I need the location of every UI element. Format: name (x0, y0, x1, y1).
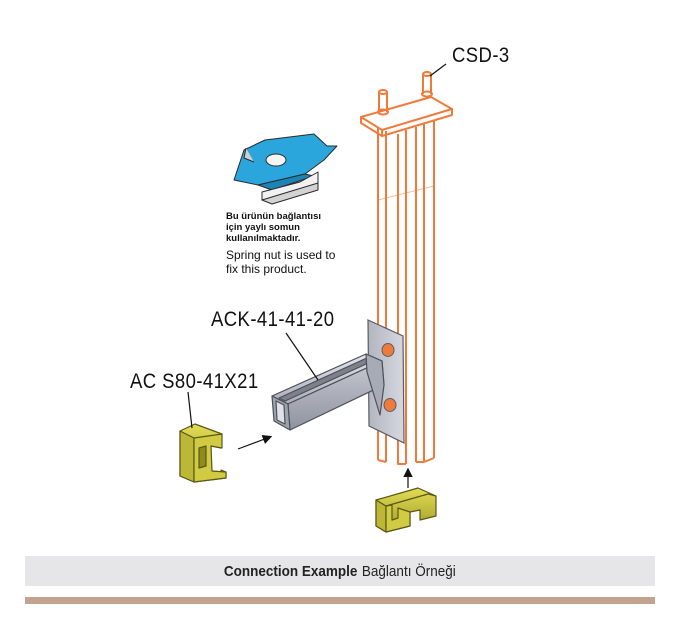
spring-nut (233, 133, 338, 205)
bolt-right (421, 71, 433, 98)
label-ack: ACK-41-41-20 (211, 308, 335, 331)
cantilever-channel (271, 353, 385, 431)
spring-nut-note: Bu ürünün bağlantısı için yaylı somun ku… (226, 211, 335, 276)
caption-bold: Connection Example (224, 562, 358, 580)
note-en-line1: Spring nut is used to (226, 248, 336, 262)
leader-ac (187, 391, 193, 429)
label-ac: AC S80-41X21 (130, 370, 259, 393)
bottom-rule (25, 597, 655, 604)
leader-lines (187, 63, 447, 488)
note-tr-line2: için yaylı somun (226, 222, 300, 233)
note-en-line2: fix this product. (226, 262, 307, 276)
leader-ack (285, 332, 319, 381)
note-tr-line3: kullanılmaktadır. (226, 233, 301, 244)
arrow-to-channel (237, 435, 273, 450)
label-csd: CSD-3 (452, 44, 510, 67)
bolt-left (377, 89, 389, 116)
leader-csd (429, 63, 447, 77)
note-tr-line1: Bu ürünün bağlantısı (226, 211, 321, 222)
channel-clip (179, 423, 227, 483)
caption-normal: Bağlantı Örneği (362, 562, 456, 580)
bracket-plate (367, 319, 405, 444)
post-clip (375, 487, 437, 533)
